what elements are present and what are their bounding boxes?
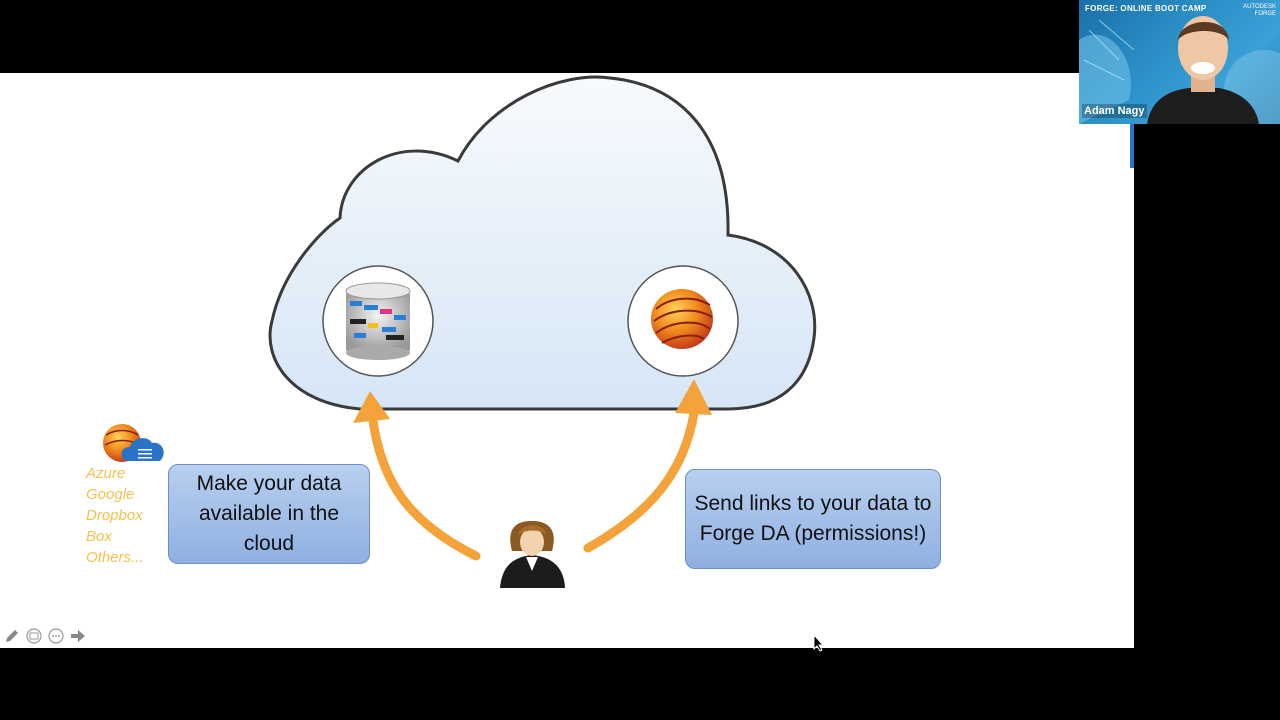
brand-line-2: FORGE	[1254, 11, 1276, 17]
provider-box: Box	[86, 528, 112, 545]
side-accent-bar	[1130, 124, 1134, 168]
video-banner: FORGE: ONLINE BOOT CAMP	[1085, 4, 1207, 13]
database-icon	[345, 282, 411, 360]
pen-icon[interactable]	[4, 628, 20, 644]
cloud-provider-list: Azure Google Dropbox Box Others...	[86, 463, 144, 568]
arrow-left	[353, 391, 481, 561]
brand-logo: AUTODESK FORGE	[1243, 4, 1276, 18]
speaker-avatar	[1079, 16, 1280, 124]
speaker-name: Adam Nagy	[1082, 104, 1147, 118]
image-icon[interactable]	[26, 628, 42, 644]
presentation-slide: Azure Google Dropbox Box Others... Make …	[0, 73, 1134, 648]
callout-send-links: Send links to your data to Forge DA (per…	[685, 469, 941, 569]
mouse-cursor-icon	[813, 633, 825, 657]
cloud-settings-icon	[103, 424, 164, 462]
cloud-diagram	[103, 75, 817, 588]
speaker-video: FORGE: ONLINE BOOT CAMP AUTODESK FORGE A…	[1079, 0, 1280, 124]
callout-data-in-cloud: Make your data available in the cloud	[168, 464, 370, 564]
arrow-right	[583, 379, 712, 553]
brand-line-1: AUTODESK	[1243, 4, 1276, 10]
provider-google: Google	[86, 486, 135, 503]
database-node	[322, 265, 434, 377]
user-icon	[500, 521, 565, 588]
forge-node	[627, 265, 739, 377]
slide-toolbar	[4, 628, 86, 644]
provider-azure: Azure	[86, 465, 126, 482]
provider-dropbox: Dropbox	[86, 507, 143, 524]
arrow-right-icon[interactable]	[70, 628, 86, 644]
more-icon[interactable]	[48, 628, 64, 644]
provider-others: Others...	[86, 549, 144, 566]
forge-logo-icon	[651, 289, 713, 349]
